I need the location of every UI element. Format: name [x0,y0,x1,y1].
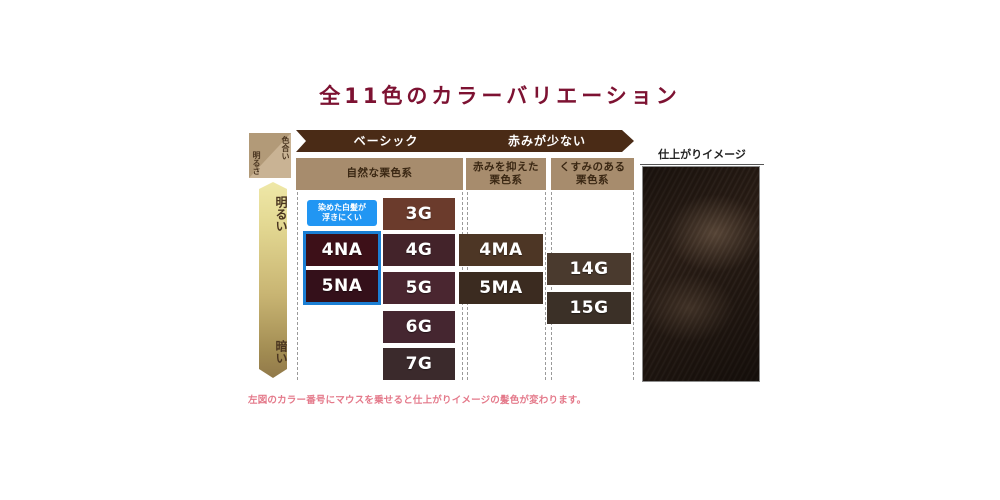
footer-note: 左図のカラー番号にマウスを乗せると仕上がりイメージの髪色が変わります。 [248,395,587,406]
swatch-5G[interactable]: 5G [383,272,455,304]
swatch-code: 5NA [321,276,363,296]
result-panel-label: 仕上がりイメージ [640,146,764,165]
badge-line-2: 浮きにくい [322,213,362,222]
brightness-bright-label: 明るい [274,196,288,232]
category-label: 赤みを抑えた栗色系 [473,160,539,186]
brightness-axis-label: 明るさ [252,151,261,175]
swatch-5NA[interactable]: 5NA [306,270,378,302]
swatch-4MA[interactable]: 4MA [459,234,543,266]
swatch-code: 6G [405,317,433,337]
swatch-code: 5MA [479,278,523,298]
ribbon-segment-less-red: 赤みが少ない [507,134,586,148]
swatch-code: 4G [405,240,433,260]
brightness-dark-label: 暗い [274,340,288,364]
swatch-code: 4MA [479,240,523,260]
brightness-gradient-arrow: 明るい 暗い [259,182,287,378]
swatch-4NA[interactable]: 4NA [306,234,378,266]
axis-legend-corner: 色合い 明るさ [249,133,291,178]
swatch-4G[interactable]: 4G [383,234,455,266]
category-reduced-red: 赤みを抑えた栗色系 [466,158,546,190]
no-gray-hair-badge: 染めた白髪が 浮きにくい [307,200,377,226]
swatch-code: 7G [405,354,433,374]
result-hair-image [642,166,760,382]
hue-axis-label: 色合い [281,136,290,160]
swatch-code: 4NA [321,240,363,260]
swatch-15G[interactable]: 15G [547,292,631,324]
swatch-code: 15G [569,298,609,318]
column-divider-4 [545,192,546,380]
hair-sheen-overlay [643,167,759,381]
badge-line-1: 染めた白髪が [318,202,366,212]
category-label: くすみのある栗色系 [559,160,626,186]
column-divider-1 [297,192,298,380]
page-title: 全11色のカラーバリエーション [319,84,681,108]
category-label: 自然な栗色系 [346,167,413,180]
swatch-code: 14G [569,259,609,279]
group-header-ribbon: ベーシック 赤みが少ない [296,130,634,152]
category-natural-chestnut: 自然な栗色系 [296,158,463,190]
swatch-3G[interactable]: 3G [383,198,455,230]
column-divider-5 [551,192,552,380]
category-muted-chestnut: くすみのある栗色系 [551,158,634,190]
swatch-code: 5G [405,278,433,298]
swatch-6G[interactable]: 6G [383,311,455,343]
swatch-14G[interactable]: 14G [547,253,631,285]
swatch-5MA[interactable]: 5MA [459,272,543,304]
swatch-code: 3G [405,204,433,224]
ribbon-segment-basic: ベーシック [353,134,419,148]
corner-diagonal-divider [249,133,291,178]
column-divider-6 [633,192,634,380]
swatch-7G[interactable]: 7G [383,348,455,380]
